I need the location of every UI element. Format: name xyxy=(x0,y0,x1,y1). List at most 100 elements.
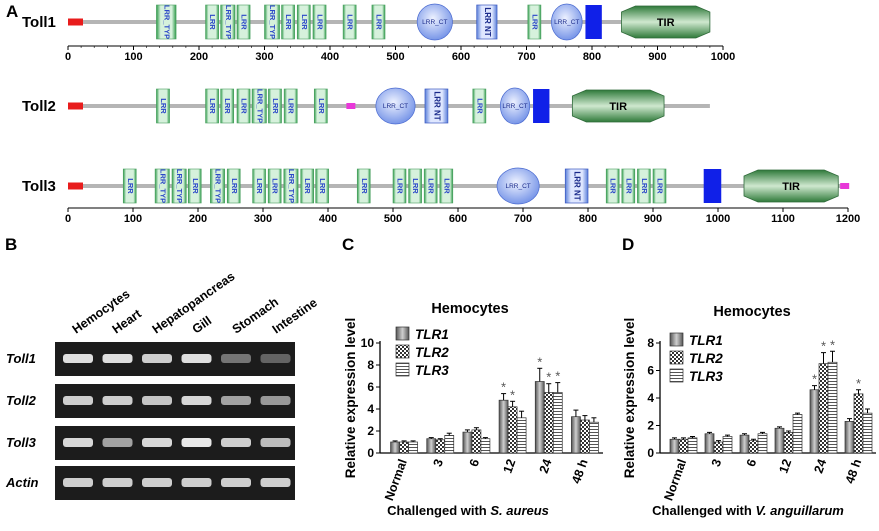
lrr-ct-label: LRR_CT xyxy=(422,19,447,26)
x-axis-label-organism: V. anguillarum xyxy=(755,503,844,518)
axis-tick-label: 500 xyxy=(384,213,402,225)
lrr-ct-domain: LRR_CT xyxy=(416,3,453,41)
lrr-label: LRR xyxy=(427,178,436,194)
bar-tlr2 xyxy=(580,419,590,454)
panel-label-a: A xyxy=(6,2,18,21)
gel-band xyxy=(102,354,133,363)
axis-tick-label: 200 xyxy=(190,51,208,63)
lrr-box xyxy=(315,168,329,204)
axis-tick-label: 800 xyxy=(579,213,597,225)
lrr-box xyxy=(527,4,542,40)
lrr-label: LRR_TYP xyxy=(162,5,171,39)
axis-tick-label: 400 xyxy=(319,213,337,225)
lrr-nt-label: LRR NT xyxy=(573,171,582,200)
lrr-box xyxy=(313,88,328,124)
lrr-label: LRR xyxy=(360,178,369,194)
lrr-label: LRR xyxy=(303,178,312,194)
bar-tlr1 xyxy=(704,433,715,454)
bar-tlr3 xyxy=(757,433,768,454)
axis-tick-label: 1000 xyxy=(706,213,730,225)
lrr-domain: LRR xyxy=(283,88,298,124)
significance-asterisk: * xyxy=(546,370,551,385)
bar-tlr3 xyxy=(408,441,418,454)
lrr-label: LRR xyxy=(316,14,325,30)
lrr-label: LRR xyxy=(223,98,232,114)
gel-band xyxy=(221,438,251,447)
lrr-domain: LRR xyxy=(315,168,329,204)
lrr-ct-ellipse xyxy=(499,87,531,125)
bar-tlr2 xyxy=(783,432,794,454)
gel-row-label: Toll1 xyxy=(6,351,36,366)
lrr-box xyxy=(187,168,202,204)
lrr-label: LRR xyxy=(159,98,168,114)
lrr-domain: LRR xyxy=(205,88,219,124)
axis-tick-label: 200 xyxy=(189,213,207,225)
tir-label: TIR xyxy=(609,101,627,113)
lrr-domain: LRR xyxy=(252,168,266,204)
lrr-label: LRR xyxy=(396,178,405,194)
x-category-label: 48 h xyxy=(843,457,865,485)
lrr-box xyxy=(156,4,177,40)
lrr-box xyxy=(236,4,251,40)
lrr-box xyxy=(637,168,651,204)
legend-label: TLR3 xyxy=(415,363,449,378)
axis-tick-label: 1200 xyxy=(836,213,860,225)
lrr-label: LRR xyxy=(271,178,280,194)
low-complexity-region xyxy=(840,183,850,189)
lrr-label: LRR xyxy=(240,14,249,30)
lrr-box xyxy=(621,168,636,204)
legend-entry: TLR1 xyxy=(395,326,449,342)
lrr-box xyxy=(300,168,315,204)
legend-entry: TLR2 xyxy=(669,350,723,366)
legend-entry: TLR3 xyxy=(395,362,449,378)
axis-tick-label: 1000 xyxy=(711,51,735,63)
lrr-label: LRR xyxy=(255,178,264,194)
tir-domain: TIR xyxy=(621,5,711,39)
lrr-domain: LRR xyxy=(226,168,241,204)
lrr-box xyxy=(220,88,235,124)
gel-band xyxy=(181,396,212,405)
signal-peptide xyxy=(68,102,83,110)
lrr-ct-ellipse xyxy=(496,167,540,205)
lrr-domain: LRR xyxy=(296,4,311,40)
protein-name: Toll1 xyxy=(22,14,56,31)
lrr-label: LRR xyxy=(318,178,327,194)
lrr-domain: LRR xyxy=(621,168,636,204)
tissue-label: Heart xyxy=(110,306,145,336)
gel-row-label: Toll2 xyxy=(6,393,37,408)
tir-domain: TIR xyxy=(571,89,665,123)
axis-tick-label: 0 xyxy=(65,51,71,63)
legend-label: TLR2 xyxy=(415,345,449,360)
gel-band xyxy=(260,478,291,487)
lrr-domain: LRR xyxy=(236,4,251,40)
gel-band xyxy=(63,354,93,363)
x-category-label: 6 xyxy=(744,457,760,468)
lrr-ct-ellipse xyxy=(551,3,583,41)
lrr-box xyxy=(281,4,295,40)
legend-swatch xyxy=(669,368,684,383)
bar-tlr3 xyxy=(516,417,527,454)
x-category-label: 6 xyxy=(467,457,483,468)
tir-label: TIR xyxy=(657,17,675,29)
lrr-label: LRR_TYP xyxy=(268,5,277,39)
lrr-label: LRR xyxy=(287,98,296,114)
lrr-ct-domain: LRR_CT xyxy=(551,3,583,41)
bar-tlr2 xyxy=(713,441,724,454)
gel-band xyxy=(260,396,291,405)
axis-tick-label: 0 xyxy=(65,213,71,225)
lrr-box xyxy=(210,168,225,204)
transmembrane-region xyxy=(585,5,602,39)
tir-domain: TIR xyxy=(743,169,839,203)
lrr-nt-label: LRR NT xyxy=(483,7,492,36)
lrr-label: LRR xyxy=(208,14,217,30)
bar-tlr3 xyxy=(792,414,803,454)
x-axis-label: Challenged with V. anguillarum xyxy=(652,503,844,518)
lrr-domain: LRR xyxy=(187,168,202,204)
bar-tlr1 xyxy=(774,427,785,454)
lrr-domain: LRR xyxy=(268,88,282,124)
lrr-domain: LRR_TYP xyxy=(210,168,225,204)
x-category-label: Normal xyxy=(661,457,689,502)
axis-tick-label: 300 xyxy=(255,51,273,63)
panel-label-d: D xyxy=(622,235,634,254)
